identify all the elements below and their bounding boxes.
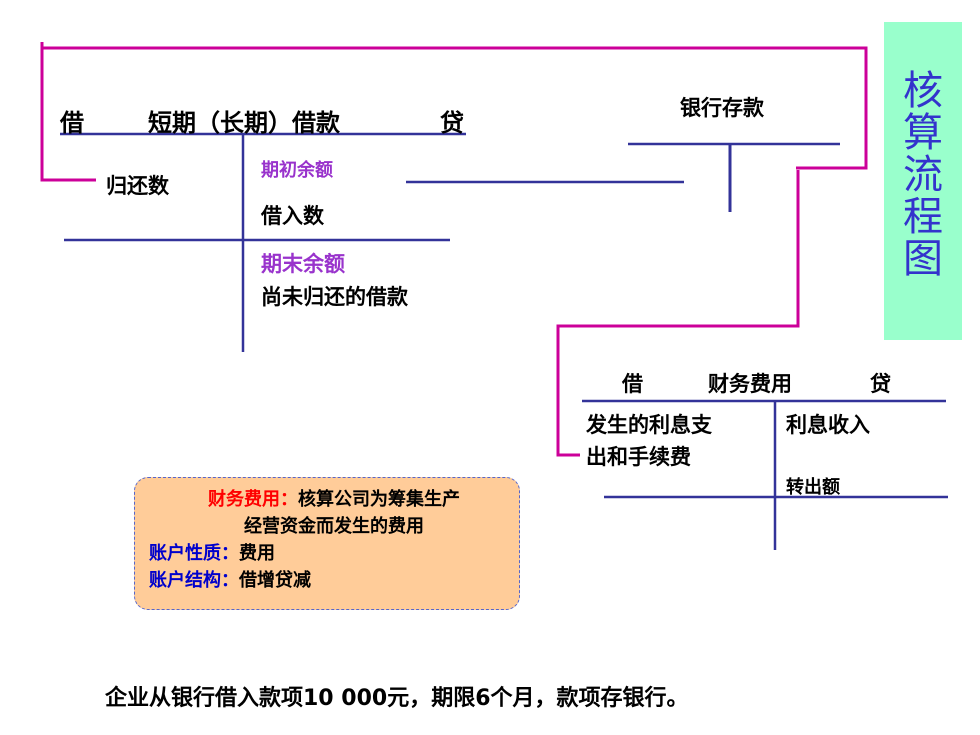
side-title-panel: 核 算 流 程 图 <box>884 22 962 340</box>
loan-closing-balance: 期末余额 <box>261 252 345 276</box>
note-nature-value: 费用 <box>239 543 275 564</box>
side-title: 核 算 流 程 图 <box>884 70 962 280</box>
note-definition-text-2: 经营资金而发生的费用 <box>244 516 424 537</box>
side-title-char: 图 <box>903 236 943 282</box>
finance-debit-entry-2: 出和手续费 <box>586 445 691 469</box>
side-title-char: 核 <box>903 68 943 114</box>
finance-debit-entry-1: 发生的利息支 <box>586 413 712 437</box>
note-nature-line: 账户性质：费用 <box>149 540 519 567</box>
finance-account-title: 财务费用 <box>708 372 792 396</box>
note-definition-label: 财务费用： <box>208 489 298 510</box>
finance-credit-label: 贷 <box>870 372 891 396</box>
flow-line-finance <box>556 170 800 457</box>
flow-line-loan-repay <box>40 42 96 182</box>
finance-credit-entry: 利息收入 <box>786 413 870 437</box>
loan-debit-label: 借 <box>60 109 84 137</box>
note-nature-label: 账户性质： <box>149 543 239 564</box>
finance-transfer-out: 转出额 <box>786 477 840 498</box>
loan-credit-label: 贷 <box>440 109 464 137</box>
loan-repay-label: 归还数 <box>106 174 169 198</box>
flow-line-top <box>42 46 868 170</box>
note-structure-label: 账户结构： <box>149 570 239 591</box>
note-definition-line: 财务费用：核算公司为筹集生产 <box>149 486 519 513</box>
loan-account-title: 短期（长期）借款 <box>148 109 340 137</box>
side-title-char: 算 <box>903 110 943 156</box>
loan-closing-note: 尚未归还的借款 <box>261 285 408 309</box>
note-structure-value: 借增贷减 <box>239 570 311 591</box>
example-sentence: 企业从银行借入款项10 000元，期限6个月，款项存银行。 <box>105 686 689 711</box>
loan-opening-balance: 期初余额 <box>261 160 333 181</box>
bank-account-title: 银行存款 <box>680 96 764 120</box>
side-title-char: 程 <box>903 194 943 240</box>
loan-borrow-label: 借入数 <box>261 204 324 228</box>
definition-note: 财务费用：核算公司为筹集生产 经营资金而发生的费用 账户性质：费用 账户结构：借… <box>134 477 520 610</box>
finance-debit-label: 借 <box>622 372 643 396</box>
note-definition-text-1: 核算公司为筹集生产 <box>298 489 460 510</box>
side-title-char: 流 <box>903 152 943 198</box>
note-structure-line: 账户结构：借增贷减 <box>149 567 519 594</box>
